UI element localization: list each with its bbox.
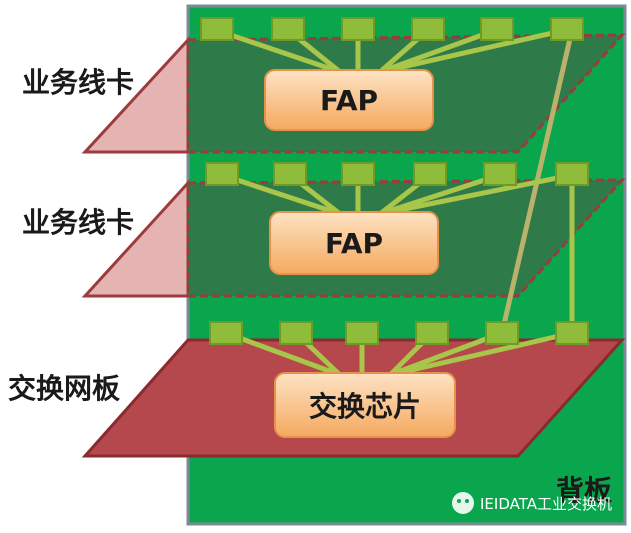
fap-box-2: [269, 211, 439, 275]
card-plane-2-left: [81, 179, 190, 298]
port-node: [413, 162, 447, 186]
port-node: [200, 17, 234, 41]
fap-box-1-label: FAP: [320, 84, 378, 117]
wechat-watermark: IEIDATA工业交换机: [452, 492, 612, 514]
card-2-label: 业务线卡: [22, 206, 134, 239]
watermark-text: IEIDATA工业交换机: [480, 495, 612, 513]
port-node: [205, 162, 239, 186]
port-node: [341, 162, 375, 186]
backplane-label: 背板: [556, 474, 612, 507]
port-node: [480, 17, 514, 41]
port-node: [555, 162, 589, 186]
card-1-label: 业务线卡: [22, 66, 134, 99]
card-1-ports: [200, 17, 584, 41]
port-node: [209, 321, 243, 345]
port-node: [341, 17, 375, 41]
switch-ports: [209, 321, 589, 345]
port-node: [415, 321, 449, 345]
port-node: [411, 17, 445, 41]
fap-box-2-label: FAP: [325, 227, 383, 260]
card-2-ports: [205, 162, 589, 186]
switch-chip-box: [274, 372, 456, 438]
port-node: [273, 162, 307, 186]
port-node: [279, 321, 313, 345]
wechat-icon: [452, 492, 474, 514]
fap-box-1: [264, 69, 434, 131]
port-node: [271, 17, 305, 41]
port-node: [555, 321, 589, 345]
port-node: [483, 162, 517, 186]
port-node: [550, 17, 584, 41]
port-node: [485, 321, 519, 345]
port-node: [345, 321, 379, 345]
switch-board-label: 交换网板: [8, 372, 120, 405]
switch-chip-label: 交换芯片: [309, 390, 421, 423]
